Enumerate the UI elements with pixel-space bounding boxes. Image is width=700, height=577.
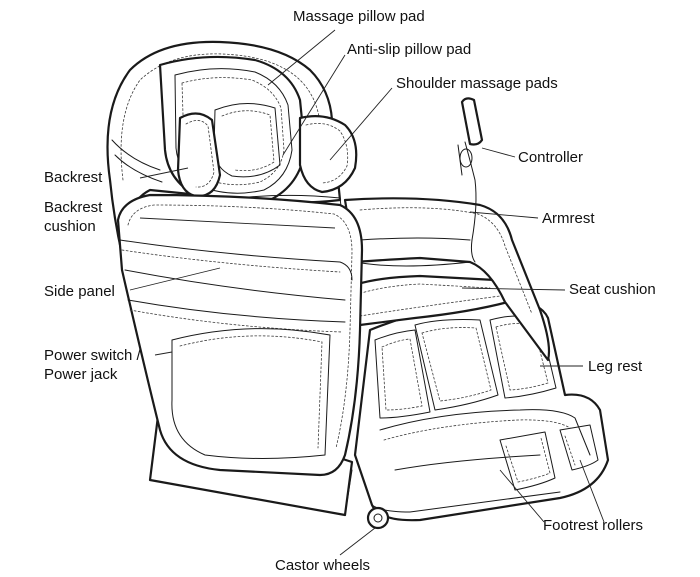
label-backrest: Backrest — [44, 169, 103, 186]
label-backrest-cushion-line2: cushion — [44, 218, 96, 235]
label-shoulder-massage-pads: Shoulder massage pads — [396, 75, 558, 92]
controller — [457, 97, 484, 263]
label-castor-wheels: Castor wheels — [275, 557, 371, 574]
label-armrest: Armrest — [542, 210, 595, 227]
label-side-panel: Side panel — [44, 283, 115, 300]
castor-wheel — [366, 506, 390, 530]
label-backrest-cushion-line1: Backrest — [44, 199, 103, 216]
label-power-switch-line2: Power jack — [44, 366, 118, 383]
label-seat-cushion: Seat cushion — [569, 281, 656, 298]
leg-rest-unit — [353, 300, 610, 522]
label-controller: Controller — [518, 149, 584, 166]
label-power-switch-line1: Power switch / — [44, 347, 141, 364]
label-massage-pillow-pad: Massage pillow pad — [293, 8, 425, 25]
shoulder-pads — [176, 112, 358, 198]
right-armrest — [343, 197, 551, 362]
leader-lines — [129, 29, 605, 556]
label-anti-slip-pillow-pad: Anti-slip pillow pad — [347, 41, 472, 58]
label-leg-rest: Leg rest — [588, 358, 643, 375]
label-footrest-rollers: Footrest rollers — [543, 517, 644, 534]
left-side-panel — [116, 193, 364, 477]
